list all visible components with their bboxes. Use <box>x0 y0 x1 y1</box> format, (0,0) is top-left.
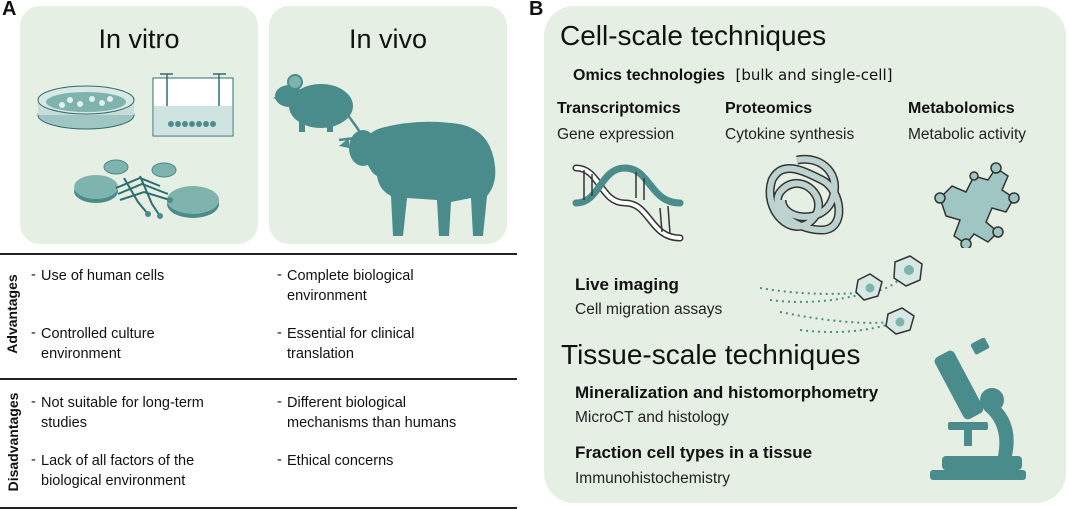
metabolite-icon <box>934 162 1020 248</box>
microscope-icon <box>930 338 1026 480</box>
omics-label: Omics technologies <box>573 67 726 84</box>
cell-1 <box>893 255 923 287</box>
advantage-in-vitro-1: -Use of human cells <box>31 267 165 284</box>
mouse-icon <box>273 74 363 142</box>
in-vivo-title: In vivo <box>348 24 428 54</box>
transwell-insert-icon <box>152 73 234 137</box>
omics-heading: Omics technologies [bulk and single-cell… <box>573 66 892 85</box>
metabolomics-subtitle: Metabolic activity <box>908 126 1027 143</box>
in-vitro-title: In vitro <box>98 24 180 54</box>
panel-b-letter: B <box>529 0 544 20</box>
in-vitro-illustrations <box>37 73 234 219</box>
omics-tag: [bulk and single-cell] <box>735 66 893 84</box>
disadvantages-label: Disadvantages <box>5 392 21 492</box>
fraction-cells-title: Fraction cell types in a tissue <box>575 443 813 462</box>
dna-icon <box>572 164 684 242</box>
in-vitro-card: In vitro <box>20 6 258 244</box>
disadvantage-in-vitro-1: -Not suitable for long-term studies <box>31 394 204 431</box>
live-imaging-title: Live imaging <box>575 275 679 294</box>
organ-on-chip-icon <box>74 159 219 219</box>
tissue-scale-title: Tissue-scale techniques <box>561 339 861 370</box>
proteomics-subtitle: Cytokine synthesis <box>725 126 855 143</box>
cell-2 <box>855 273 883 301</box>
migrating-cells-icon <box>760 255 923 335</box>
mineralization-subtitle: MicroCT and histology <box>575 409 729 426</box>
table-line-top <box>0 253 517 255</box>
mineralization-title: Mineralization and histomorphometry <box>575 383 879 402</box>
petri-dish-icon <box>37 85 135 130</box>
advantage-in-vivo-1: -Complete biological environment <box>277 267 414 304</box>
sheep-icon <box>339 121 496 236</box>
techniques-card <box>544 6 1066 503</box>
table-line-bottom <box>0 507 517 509</box>
cell-scale-title: Cell-scale techniques <box>560 20 827 51</box>
proteomics-title: Proteomics <box>725 100 813 117</box>
disadvantage-in-vivo-2: -Ethical concerns <box>277 452 394 469</box>
in-vivo-card: In vivo <box>269 6 507 244</box>
disadvantage-in-vivo-1: -Different biological mechanisms than hu… <box>277 394 457 431</box>
advantage-in-vitro-2: -Controlled culture environment <box>31 325 155 362</box>
transcriptomics-title: Transcriptomics <box>557 100 681 117</box>
live-imaging-subtitle: Cell migration assays <box>575 301 723 318</box>
protein-icon <box>765 154 844 235</box>
transcriptomics-subtitle: Gene expression <box>557 126 675 143</box>
metabolomics-title: Metabolomics <box>908 100 1015 117</box>
disadvantage-in-vitro-2: -Lack of all factors of the biological e… <box>31 452 195 489</box>
in-vivo-illustrations <box>273 74 496 236</box>
table-line-middle <box>0 378 517 380</box>
advantage-in-vivo-2: -Essential for clinical translation <box>277 325 415 362</box>
cell-3 <box>885 307 915 335</box>
panel-a-letter: A <box>2 0 17 20</box>
advantages-label: Advantages <box>4 274 20 354</box>
fraction-cells-subtitle: Immunohistochemistry <box>575 470 731 487</box>
